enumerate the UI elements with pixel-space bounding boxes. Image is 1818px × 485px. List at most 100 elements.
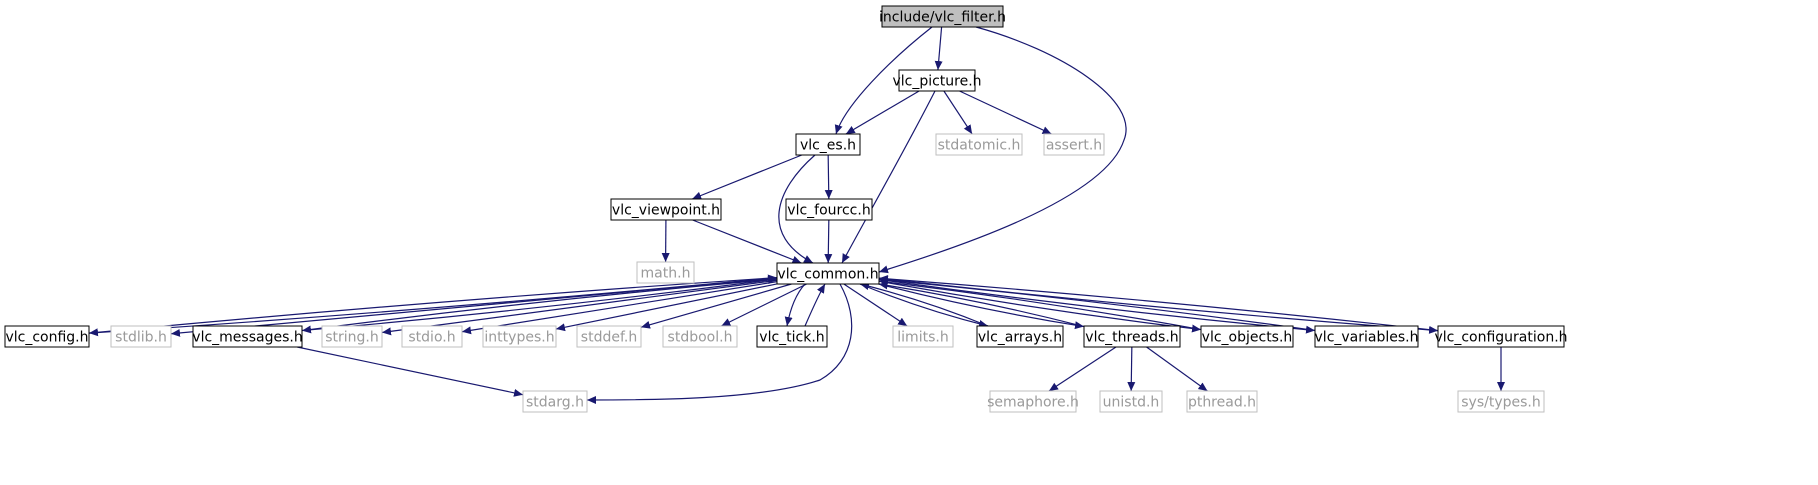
node-label: vlc_configuration.h bbox=[1434, 330, 1567, 346]
node-label: vlc_threads.h bbox=[1085, 330, 1178, 346]
node-box bbox=[1186, 390, 1258, 413]
node-semaphore-h: semaphore.h bbox=[987, 390, 1079, 413]
node-unistd-h: unistd.h bbox=[1099, 390, 1163, 413]
edge-vlc_common_h-to-vlc_threads_h bbox=[878, 283, 1085, 330]
node-limits-h: limits.h bbox=[892, 325, 954, 348]
node-label: stddef.h bbox=[581, 330, 637, 346]
node-label: vlc_arrays.h bbox=[978, 330, 1062, 346]
edge-vlc_threads_h-to-pthread_h bbox=[1146, 346, 1208, 392]
edge-vlc_objects_h-to-vlc_common_h bbox=[878, 278, 1202, 331]
edge-vlc_threads_h-to-unistd_h bbox=[1127, 346, 1136, 392]
node-label: stdatomic.h bbox=[938, 138, 1021, 154]
edge-vlc_common_h-to-vlc_messages_h bbox=[301, 278, 778, 334]
node-box bbox=[1314, 325, 1419, 348]
edge-vlc_picture_h-to-assert_h bbox=[959, 90, 1052, 135]
node-vlc-config-h[interactable]: vlc_config.h bbox=[4, 325, 90, 348]
node-vlc-viewpoint-h[interactable]: vlc_viewpoint.h bbox=[610, 198, 722, 221]
nodes-layer: include/vlc_filter.h vlc_picture.h vlc_es.… bbox=[4, 5, 1568, 413]
edge-vlc_messages_h-to-stdarg_h bbox=[297, 346, 524, 397]
edge-vlc_filter_h-to-vlc_common_h bbox=[878, 26, 1127, 274]
edge-vlc_common_h-to-string_h bbox=[381, 279, 778, 336]
node-label: vlc_tick.h bbox=[759, 330, 824, 346]
edge-vlc_fourcc_h-to-vlc_common_h bbox=[824, 219, 833, 264]
node-label: inttypes.h bbox=[484, 330, 554, 346]
node-label: vlc_viewpoint.h bbox=[612, 203, 720, 219]
edge-vlc_es_h-to-vlc_fourcc_h bbox=[824, 154, 833, 200]
edge-vlc_tick_h-to-vlc_common_h bbox=[804, 283, 826, 327]
node-label: unistd.h bbox=[1103, 395, 1160, 411]
node-box bbox=[1437, 325, 1565, 348]
edge-vlc_viewpoint_h-to-vlc_common_h bbox=[692, 219, 802, 264]
edges-layer bbox=[88, 26, 1505, 404]
node-box bbox=[1083, 325, 1181, 348]
node-box bbox=[1043, 133, 1105, 156]
node-box bbox=[636, 261, 695, 284]
edge-vlc_common_h-to-stdarg_h bbox=[586, 283, 853, 404]
edge-vlc_common_h-to-vlc_tick_h bbox=[784, 283, 806, 327]
node-math-h: math.h bbox=[636, 261, 695, 284]
node-assert-h: assert.h bbox=[1043, 133, 1105, 156]
node-vlc-arrays-h[interactable]: vlc_arrays.h bbox=[976, 325, 1064, 348]
node-box bbox=[522, 390, 588, 413]
node-box bbox=[482, 325, 557, 348]
node-box bbox=[795, 133, 861, 156]
node-label: vlc_messages.h bbox=[192, 330, 302, 346]
node-vlc-tick-h[interactable]: vlc_tick.h bbox=[756, 325, 828, 348]
node-label: stdio.h bbox=[408, 330, 455, 346]
edge-vlc_threads_h-to-vlc_common_h bbox=[878, 281, 1085, 328]
node-box bbox=[756, 325, 828, 348]
node-box bbox=[610, 198, 722, 221]
edge-vlc_arrays_h-to-vlc_common_h bbox=[859, 282, 989, 327]
edge-vlc_common_h-to-stdio_h bbox=[461, 281, 778, 335]
node-pthread-h: pthread.h bbox=[1186, 390, 1258, 413]
node-box bbox=[1200, 325, 1294, 348]
edge-vlc_picture_h-to-vlc_es_h bbox=[845, 90, 920, 135]
node-label: stdbool.h bbox=[668, 330, 733, 346]
node-label: stdlib.h bbox=[115, 330, 167, 346]
node-stdlib-h: stdlib.h bbox=[110, 325, 172, 348]
node-label: assert.h bbox=[1046, 138, 1102, 154]
node-stdio-h: stdio.h bbox=[401, 325, 463, 348]
node-label: vlc_fourcc.h bbox=[787, 203, 870, 219]
edge-vlc_messages_h-to-vlc_common_h bbox=[301, 276, 778, 332]
node-stdatomic-h: stdatomic.h bbox=[935, 133, 1023, 156]
node-vlc-es-h[interactable]: vlc_es.h bbox=[795, 133, 861, 156]
edge-vlc_filter_h-to-vlc_es_h bbox=[834, 26, 933, 135]
node-vlc-common-h[interactable]: vlc_common.h bbox=[776, 262, 880, 285]
node-box bbox=[935, 133, 1023, 156]
edge-vlc_common_h-to-stdbool_h bbox=[721, 283, 807, 327]
node-vlc-configuration-h[interactable]: vlc_configuration.h bbox=[1434, 325, 1568, 348]
edge-vlc_threads_h-to-semaphore_h bbox=[1048, 346, 1117, 392]
node-label: vlc_config.h bbox=[5, 330, 88, 346]
node-label: vlc_picture.h bbox=[892, 74, 981, 90]
node-label: pthread.h bbox=[1188, 395, 1256, 411]
node-sys-types-h: sys/types.h bbox=[1457, 390, 1545, 413]
node-vlc-picture-h[interactable]: vlc_picture.h bbox=[892, 69, 982, 92]
edge-vlc_common_h-to-vlc_objects_h bbox=[878, 280, 1202, 333]
node-box bbox=[976, 325, 1064, 348]
edge-vlc_common_h-to-limits_h bbox=[843, 283, 908, 327]
node-box bbox=[4, 325, 90, 348]
node-vlc-threads-h[interactable]: vlc_threads.h bbox=[1083, 325, 1181, 348]
node-box bbox=[192, 325, 303, 348]
node-box bbox=[662, 325, 738, 348]
node-vlc-variables-h[interactable]: vlc_variables.h bbox=[1314, 325, 1419, 348]
node-label: sys/types.h bbox=[1461, 395, 1540, 411]
node-vlc-messages-h[interactable]: vlc_messages.h bbox=[192, 325, 303, 348]
node-box bbox=[110, 325, 172, 348]
edge-vlc_es_h-to-vlc_common_h bbox=[778, 154, 816, 264]
node-vlc-filter-h[interactable]: include/vlc_filter.h bbox=[879, 5, 1006, 28]
node-inttypes-h: inttypes.h bbox=[482, 325, 557, 348]
node-box bbox=[321, 325, 383, 348]
node-label: limits.h bbox=[897, 330, 948, 346]
node-box bbox=[785, 198, 873, 221]
node-label: vlc_objects.h bbox=[1202, 330, 1293, 346]
edge-vlc_common_h-to-vlc_configuration_h bbox=[878, 277, 1439, 334]
edge-vlc_common_h-to-stddef_h bbox=[640, 283, 792, 329]
node-box bbox=[898, 69, 976, 92]
node-vlc-objects-h[interactable]: vlc_objects.h bbox=[1200, 325, 1294, 348]
node-vlc-fourcc-h[interactable]: vlc_fourcc.h bbox=[785, 198, 873, 221]
edge-vlc_filter_h-to-vlc_picture_h bbox=[934, 26, 943, 71]
node-label: semaphore.h bbox=[987, 395, 1079, 411]
